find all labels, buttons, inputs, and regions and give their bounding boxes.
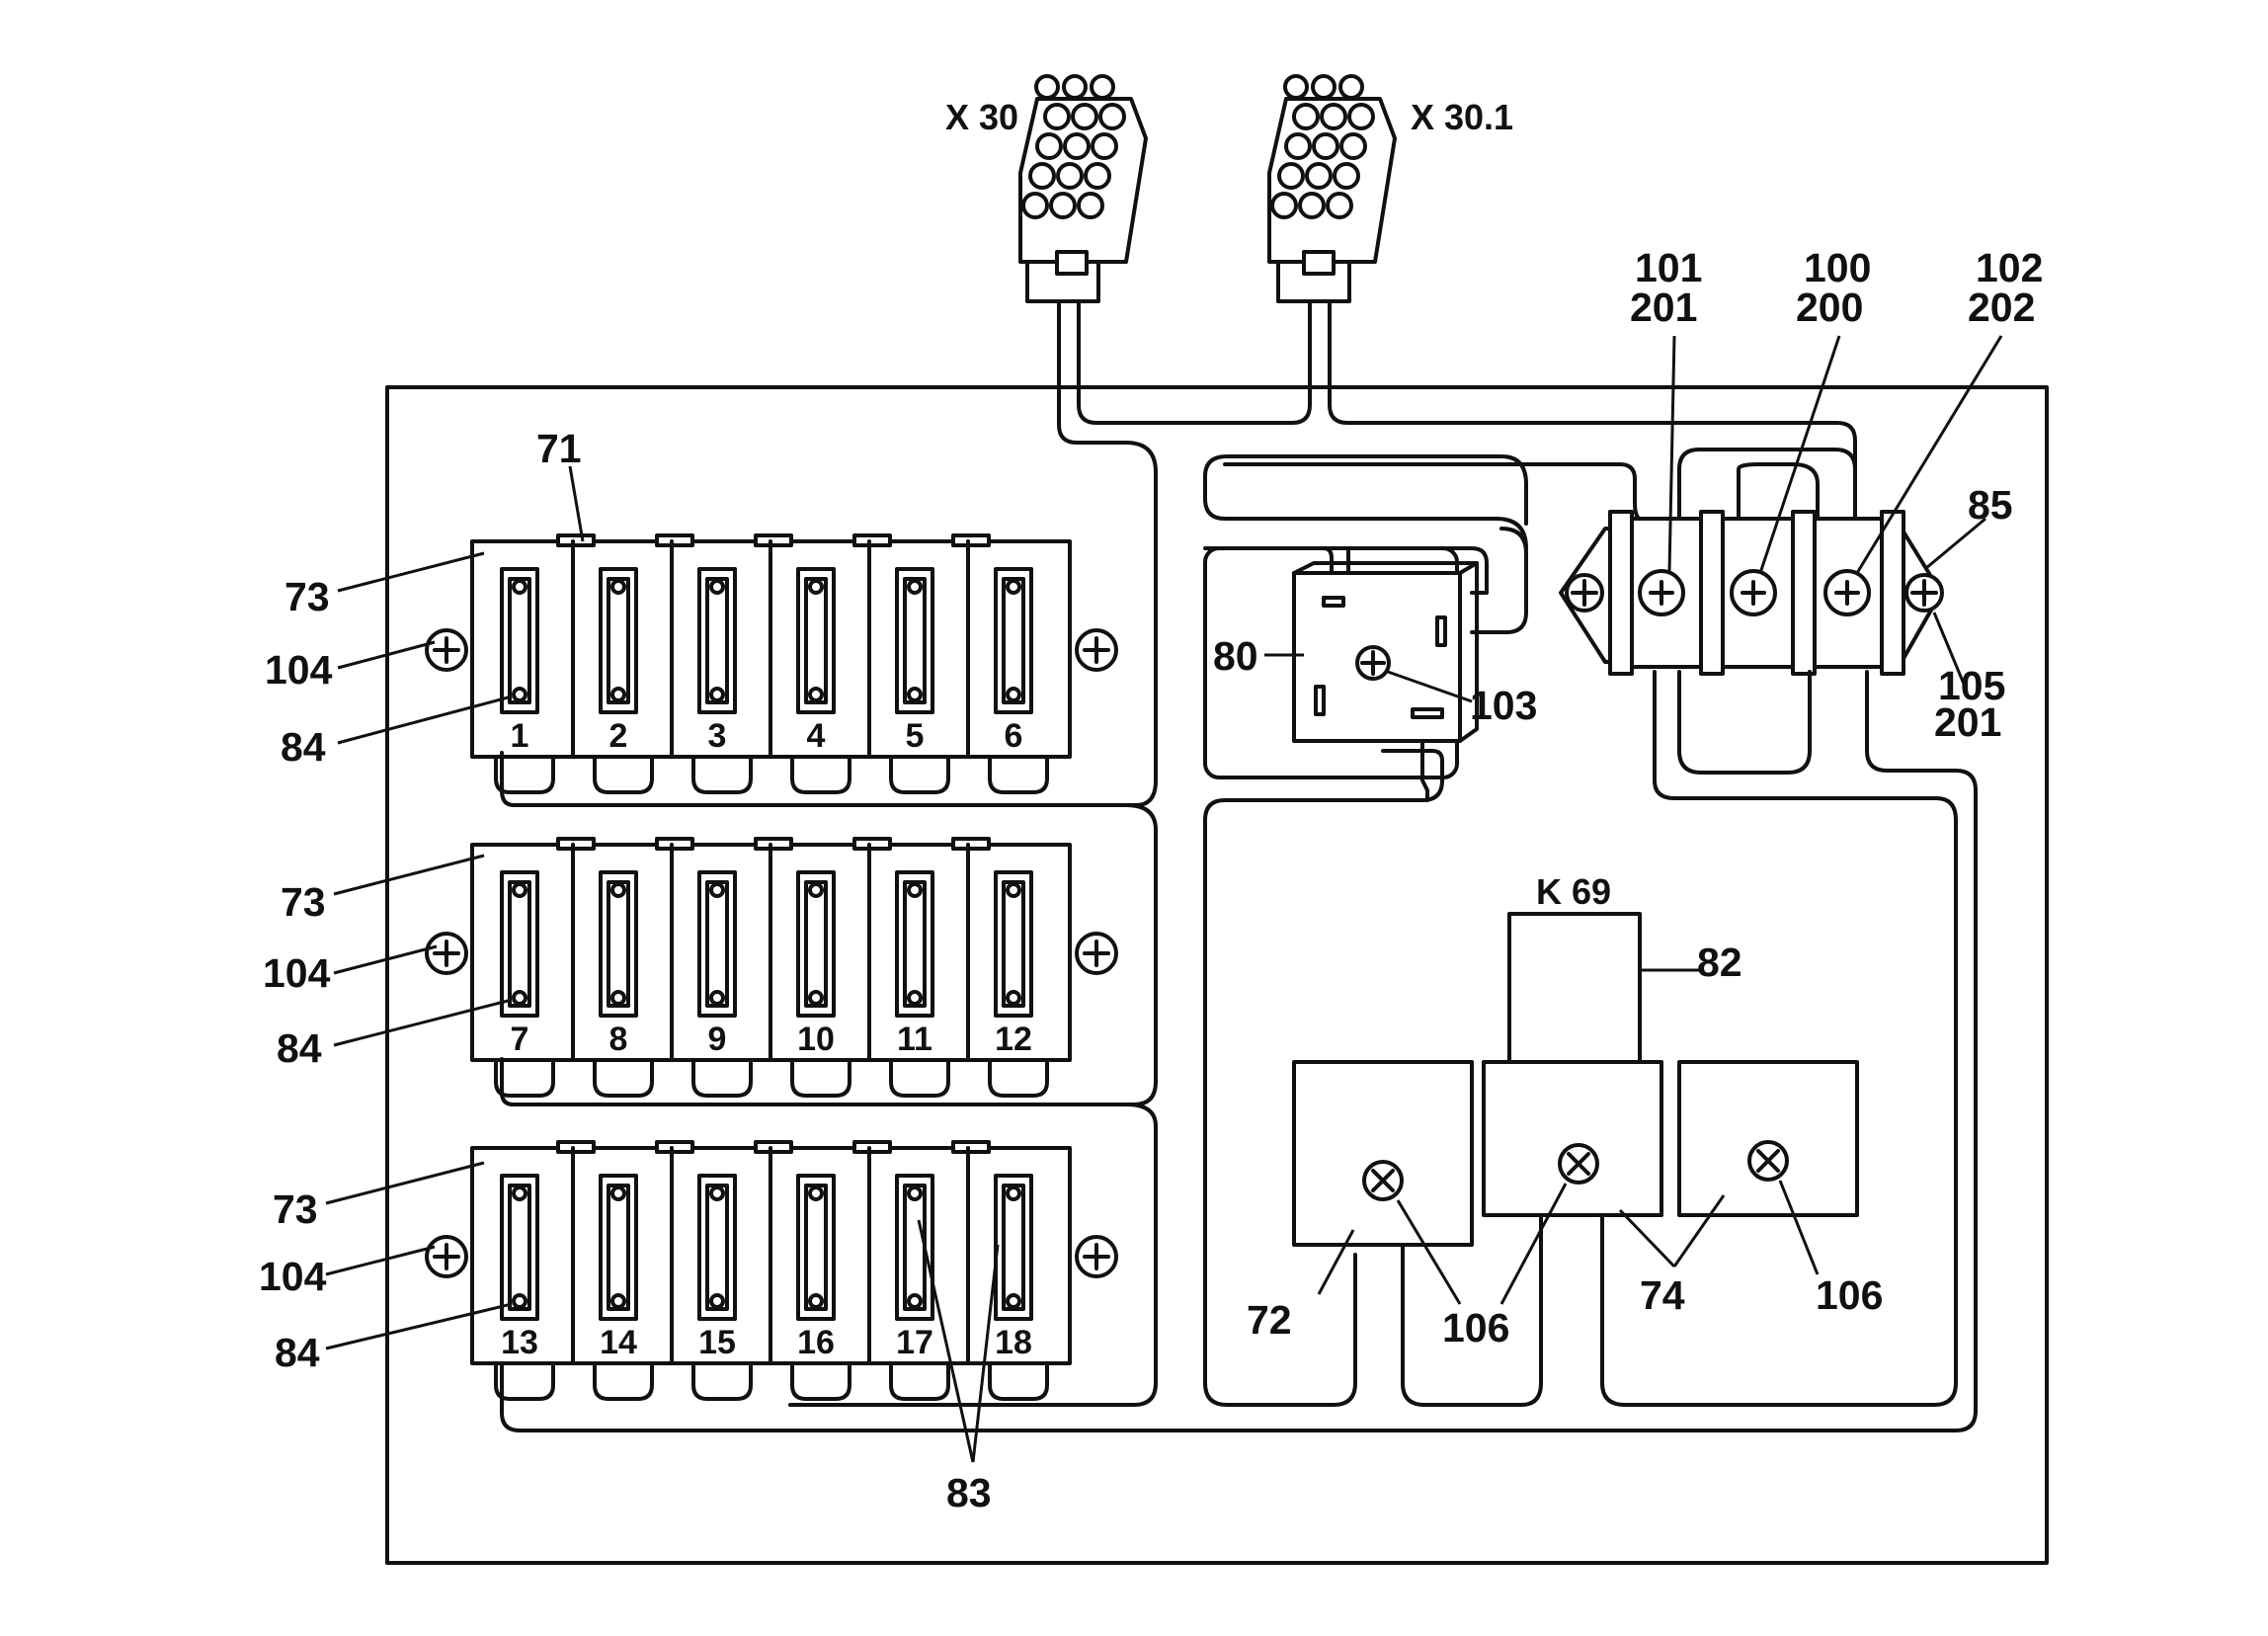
fuse-5[interactable] [895, 567, 934, 714]
fuse-number-label: 16 [797, 1324, 835, 1361]
callout-84-middle: 84 [277, 1025, 322, 1071]
callout-104-middle: 104 [263, 950, 331, 996]
callout-82: 82 [1697, 940, 1742, 985]
connector-x30-1-label: X 30.1 [1411, 97, 1513, 137]
fuse-number-label: 15 [698, 1324, 736, 1361]
callout-73-top: 73 [284, 574, 330, 619]
callout-102: 102 [1976, 245, 2043, 290]
fuse-2[interactable] [599, 567, 638, 714]
callout-202: 202 [1968, 285, 2035, 330]
callout-80: 80 [1213, 633, 1258, 679]
terminal-block-85 [1223, 448, 1958, 1407]
fuse-number-label: 13 [501, 1324, 538, 1361]
fuse-number-label: 14 [600, 1324, 637, 1361]
fuse-16[interactable] [796, 1174, 836, 1321]
fuse-number-label: 2 [609, 717, 628, 755]
fuse-15[interactable] [697, 1174, 737, 1321]
callout-73-middle: 73 [281, 879, 326, 925]
fuse-9[interactable] [697, 870, 737, 1018]
callout-101: 101 [1635, 245, 1702, 290]
leader-lines [325, 335, 2003, 1463]
fuse-clip [951, 533, 991, 547]
fuse-14[interactable] [599, 1174, 638, 1321]
fuse-area-wires [500, 670, 1978, 1432]
fuse-clip [556, 533, 596, 547]
fuse-number-label: 1 [511, 717, 529, 755]
callout-104-top: 104 [265, 647, 333, 693]
fuse-clip [655, 1140, 694, 1154]
fuse-7[interactable] [500, 870, 539, 1018]
connector-x30-1 [1267, 74, 1397, 303]
callout-106-left: 106 [1442, 1305, 1509, 1350]
callout-83: 83 [946, 1470, 992, 1515]
fuse-clip [754, 1140, 793, 1154]
fuse-4[interactable] [796, 567, 836, 714]
callout-106-right: 106 [1816, 1272, 1883, 1318]
relay-group [1292, 912, 1859, 1407]
callout-84-top: 84 [281, 724, 326, 770]
connector-wires [1057, 299, 1857, 782]
fuse-number-label: 11 [897, 1021, 932, 1058]
fuse-number-label: 17 [896, 1324, 933, 1361]
fuse-clip [556, 837, 596, 851]
fuse-number-label: 4 [807, 717, 826, 755]
fuse-clip [754, 533, 793, 547]
connector-x30 [1018, 74, 1148, 303]
callout-100: 100 [1804, 245, 1871, 290]
fuse-number-label: 12 [995, 1021, 1032, 1058]
fuse-clip [852, 1140, 892, 1154]
callout-103: 103 [1470, 683, 1537, 728]
fuse-block-3: 13 14 15 16 17 18 [425, 1140, 1118, 1401]
callout-85: 85 [1968, 482, 2013, 528]
fuse-1[interactable] [500, 567, 539, 714]
connector-x30-label: X 30 [945, 97, 1018, 137]
fuse-17[interactable] [895, 1174, 934, 1321]
relay-80 [1203, 454, 1528, 1407]
fuse-clip [852, 837, 892, 851]
fuse-block-2: 7 8 9 10 11 12 [425, 837, 1118, 1098]
fuse-6[interactable] [994, 567, 1033, 714]
fuse-11[interactable] [895, 870, 934, 1018]
fuse-10[interactable] [796, 870, 836, 1018]
fuse-number-label: 10 [797, 1021, 835, 1058]
fuse-8[interactable] [599, 870, 638, 1018]
callout-200: 200 [1796, 285, 1863, 330]
fuse-clip [655, 533, 694, 547]
fuse-number-label: 6 [1005, 717, 1023, 755]
fuse-13[interactable] [500, 1174, 539, 1321]
callout-104-bottom: 104 [259, 1254, 327, 1299]
fuse-number-label: 18 [995, 1324, 1032, 1361]
fuse-number-label: 3 [708, 717, 727, 755]
callout-labels: 71 73 104 84 73 104 84 73 104 84 83 80 1… [259, 245, 2043, 1515]
callout-201-bottom: 201 [1934, 699, 2001, 745]
fuse-3[interactable] [697, 567, 737, 714]
k69-label: K 69 [1536, 871, 1611, 912]
fuse-number-label: 5 [906, 717, 925, 755]
fuse-clip [852, 533, 892, 547]
fuse-number-label: 7 [511, 1021, 529, 1058]
fuse-number-label: 8 [609, 1021, 628, 1058]
fuse-clip [951, 1140, 991, 1154]
fuse-block-1: 1 2 3 4 5 6 [425, 533, 1118, 794]
fuse-clip [754, 837, 793, 851]
callout-73-bottom: 73 [273, 1186, 318, 1232]
fuse-18[interactable] [994, 1174, 1033, 1321]
callout-84-bottom: 84 [275, 1330, 320, 1375]
mounting-board [385, 385, 2049, 1565]
fuse-clip [556, 1140, 596, 1154]
fuse-12[interactable] [994, 870, 1033, 1018]
callout-105: 105 [1938, 663, 2005, 708]
fuse-number-label: 9 [708, 1021, 727, 1058]
callout-72: 72 [1247, 1297, 1292, 1343]
fuse-clip [655, 837, 694, 851]
callout-71: 71 [536, 426, 582, 471]
callout-201-top: 201 [1630, 285, 1697, 330]
fuse-clip [951, 837, 991, 851]
callout-74: 74 [1640, 1272, 1685, 1318]
